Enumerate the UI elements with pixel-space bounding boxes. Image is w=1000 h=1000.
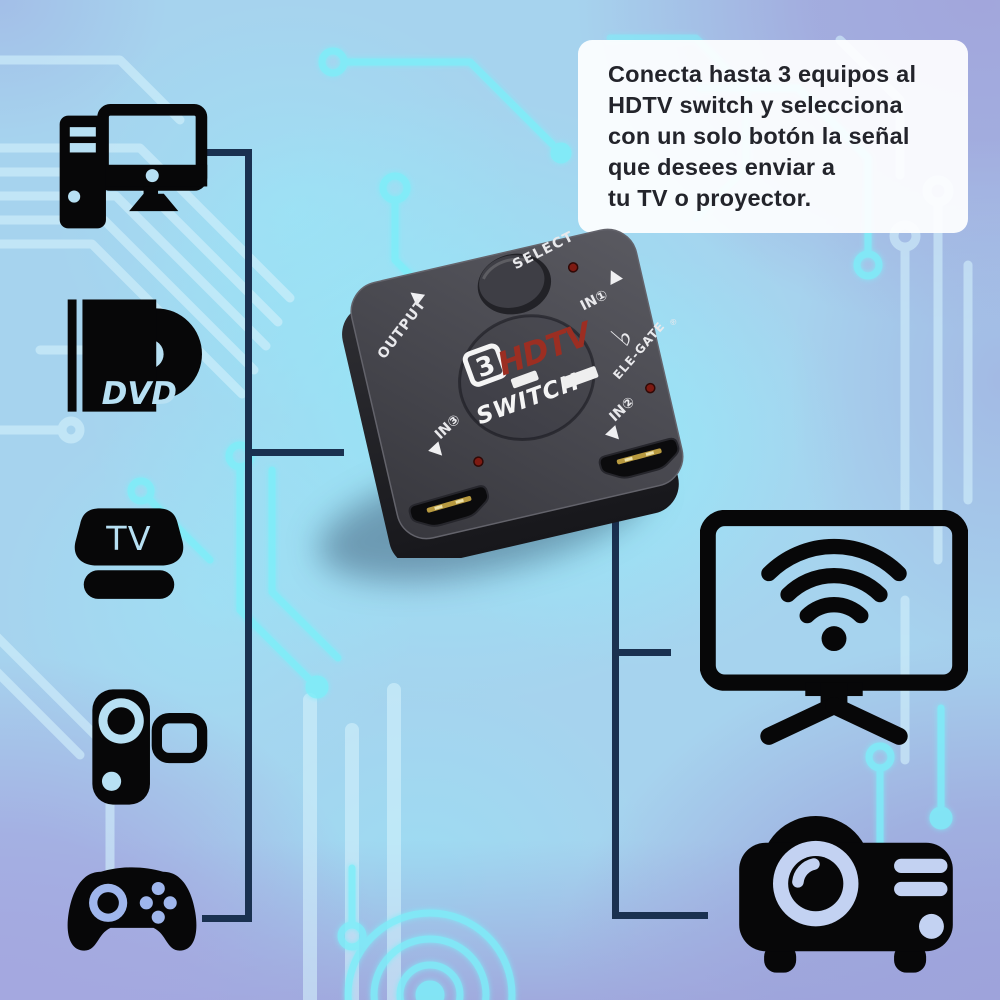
tv-box-label: TV (105, 519, 152, 558)
camcorder-icon (70, 688, 208, 806)
desktop-computer-icon (56, 104, 208, 240)
led-indicator-1 (567, 262, 579, 273)
dvd-label: DVD (102, 376, 177, 412)
output-arrow-icon (410, 292, 426, 306)
projector-icon (730, 816, 962, 978)
led-indicator-3 (473, 456, 484, 467)
game-controller-icon (58, 854, 206, 966)
hdmi-port-in2[interactable] (598, 437, 682, 483)
connector-left-computer (205, 149, 252, 156)
hdtv-switch-logo: 3 HDTV SWITCH (458, 314, 599, 441)
in1-arrow-icon (610, 270, 623, 285)
connector-left-gamepad (202, 915, 252, 922)
dvd-case (82, 299, 157, 412)
dpad-ring (97, 892, 119, 914)
logo-spec-chip (561, 366, 599, 389)
hdmi-port-in3[interactable] (408, 485, 492, 533)
logo-small-band (510, 370, 539, 389)
connector-left-to-switch (252, 449, 344, 456)
camcorder-screen (151, 713, 208, 764)
connector-right-vertical (612, 514, 619, 919)
logo-port-box (462, 343, 508, 387)
connector-right-to-tv (619, 649, 671, 656)
registered-mark: ® (668, 316, 680, 328)
wifi-icon (761, 538, 907, 624)
dvd-player-icon: DVD (66, 298, 214, 419)
in3-arrow-icon (428, 441, 443, 456)
select-button[interactable] (472, 246, 558, 321)
connector-left-vertical (245, 149, 252, 922)
connector-right-to-projector (619, 912, 708, 919)
hdmi-switch-device: SELECT OUTPUT IN① ♭ ELE-GATE ® IN② IN③ (342, 228, 684, 558)
camcorder-lens (107, 707, 135, 735)
smart-tv-wifi-icon (700, 510, 968, 750)
tv-box-icon: TV (68, 506, 190, 606)
info-text-box: Conecta hasta 3 equipos al HDTV switch y… (578, 40, 968, 233)
in2-arrow-icon (605, 425, 620, 440)
led-indicator-2 (645, 382, 656, 394)
